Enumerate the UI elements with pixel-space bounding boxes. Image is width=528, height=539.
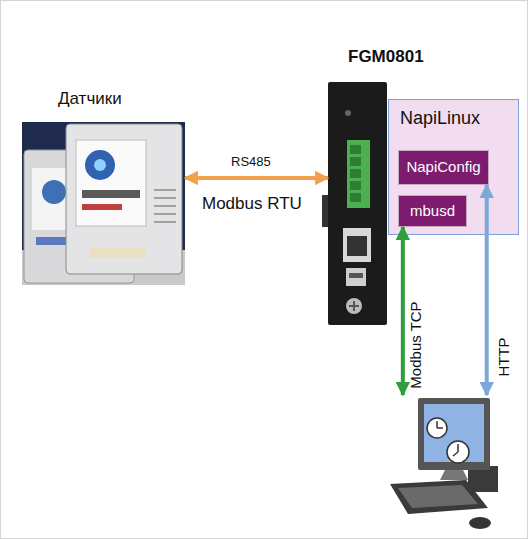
usb-port — [346, 268, 366, 286]
clock-icon — [427, 418, 447, 438]
connector-label: RS485 — [231, 155, 271, 169]
terminal-block — [347, 140, 370, 208]
status-led — [345, 110, 351, 116]
terminal-pin — [350, 193, 361, 202]
sensor-vents — [154, 190, 176, 222]
ethernet-port — [343, 228, 371, 262]
sensor-display-dial — [94, 159, 106, 171]
clock-hands — [437, 421, 443, 428]
mount-tab — [322, 195, 329, 227]
terminal-pins — [350, 145, 361, 202]
connector-arrow — [401, 227, 405, 395]
vent-line — [154, 189, 176, 191]
process-box: mbusd — [398, 195, 467, 227]
ethernet-socket — [347, 236, 367, 256]
usb-socket — [349, 273, 363, 278]
os-box: NapiLinuxNapiConfig mbusd — [388, 99, 519, 235]
computer-node — [388, 395, 503, 535]
node-label: mbusd — [410, 203, 455, 220]
node-label: NapiLinux — [400, 109, 480, 129]
protocol-label: Modbus RTU — [202, 195, 302, 214]
node-label: Датчики — [58, 90, 122, 109]
vent-line — [154, 197, 176, 199]
keyboard-keys — [398, 485, 478, 508]
connector-arrow — [185, 176, 328, 180]
mouse — [469, 517, 491, 529]
monitor-frame — [418, 398, 490, 470]
connector-label: HTTP — [496, 337, 513, 376]
keyboard — [390, 480, 488, 514]
screw-slot — [349, 301, 359, 311]
photo-background — [22, 122, 185, 285]
vent-line — [154, 221, 176, 223]
sensor-display-dial — [85, 150, 115, 180]
clock-hands — [453, 444, 458, 456]
sensor-body — [66, 124, 182, 274]
sensor-badge — [90, 248, 145, 258]
terminal-pin — [350, 145, 361, 154]
ground-screw — [346, 298, 362, 314]
connector-label: Modbus TCP — [408, 301, 425, 388]
terminal-pin — [350, 181, 361, 190]
node-label: FGM0801 — [348, 48, 424, 67]
sensor-display-bar — [82, 190, 140, 198]
vent-line — [154, 205, 176, 207]
process-box: NapiConfig — [398, 150, 489, 185]
device-body — [328, 82, 387, 325]
sensor-group: Датчики — [22, 88, 185, 285]
monitor-screen — [424, 404, 484, 462]
clock-icon — [447, 441, 469, 463]
node-label: NapiConfig — [406, 159, 480, 176]
sensor-display-dial — [42, 180, 66, 204]
terminal-pin — [350, 169, 361, 178]
sensor-screen — [76, 140, 146, 226]
vent-line — [154, 213, 176, 215]
monitor-stand — [440, 470, 468, 480]
terminal-pin — [350, 157, 361, 166]
sensor-display-bar — [82, 204, 122, 210]
